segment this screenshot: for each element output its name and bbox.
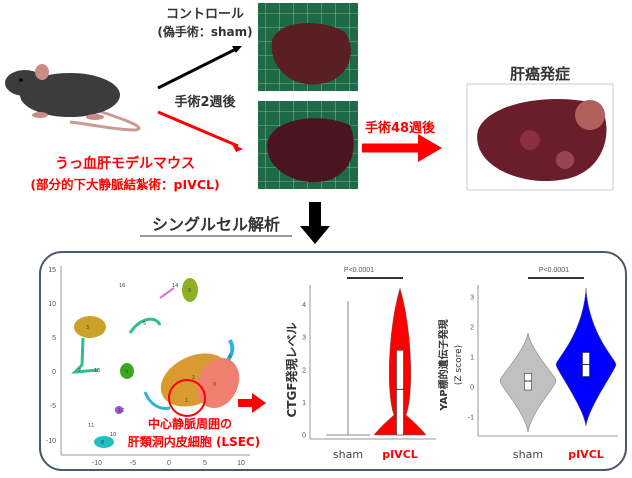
liver-cancer-label: 肝癌発症 xyxy=(510,65,570,83)
cluster-label: 5 xyxy=(143,321,146,327)
cluster-label: 9 xyxy=(125,369,128,375)
cluster-12 xyxy=(115,406,123,414)
liver-cancer-photo xyxy=(466,83,614,191)
cluster-14 xyxy=(159,287,175,299)
y-tick: 2 xyxy=(302,367,306,374)
y-axis-label-2: (Z score) xyxy=(454,345,464,385)
cluster-label: 11 xyxy=(88,423,94,429)
y-tick: 3 xyxy=(470,295,474,302)
arrowhead-icon xyxy=(300,226,330,244)
two-weeks-label: 手術2週後 xyxy=(174,94,236,110)
y-axis-label: CTGF発現レベル xyxy=(284,322,299,417)
umap-plot: 15 10 5 0 -5 -10 -10 -5 0 5 10 16 14 6 3… xyxy=(46,266,260,467)
pivcl-label: (部分的下大静脈結紮術：pIVCL) xyxy=(30,177,219,192)
cluster-4 xyxy=(226,339,235,362)
y-tick: 4 xyxy=(302,302,306,309)
x-tick: -5 xyxy=(130,460,136,467)
y-tick: 0 xyxy=(470,385,474,392)
x-tick-pivcl: pIVCL xyxy=(568,448,604,461)
y-tick: 15 xyxy=(48,267,56,274)
boxplot-box xyxy=(396,349,404,436)
cluster-label: 0 xyxy=(213,382,216,388)
cluster-label: 6 xyxy=(188,288,191,294)
x-tick-sham: sham xyxy=(513,448,543,461)
y-tick: 0 xyxy=(52,369,56,376)
p-value-label: P<0.0001 xyxy=(539,267,569,274)
x-tick: 0 xyxy=(167,460,171,467)
sham-liver-photo xyxy=(258,3,358,91)
control-label: コントロール xyxy=(166,7,244,22)
cluster-8 xyxy=(143,391,171,410)
cluster-7 xyxy=(71,337,99,374)
y-tick: -10 xyxy=(46,438,56,445)
pivcl-arrow xyxy=(157,110,239,148)
p-value-label: P<0.0001 xyxy=(344,267,374,274)
cluster-9 xyxy=(120,363,134,379)
mouse-illustration xyxy=(5,64,141,132)
cluster-0 xyxy=(196,357,240,409)
cluster-label: 10 xyxy=(110,432,116,438)
y-tick: 1 xyxy=(470,355,474,362)
lsec-highlight-circle xyxy=(168,379,206,417)
y-tick: -5 xyxy=(50,403,56,410)
x-tick-sham: sham xyxy=(333,448,363,461)
y-tick: 10 xyxy=(48,301,56,308)
cluster-11 xyxy=(94,436,114,448)
cluster-5 xyxy=(128,317,162,334)
cluster-label: 8 xyxy=(101,440,104,446)
arrowhead-icon xyxy=(232,144,243,152)
model-label: うっ血肝モデルマウス xyxy=(55,155,195,172)
forty-eight-weeks-label: 手術48週後 xyxy=(365,120,436,136)
cluster-label: 16 xyxy=(94,368,100,374)
y-tick: -1 xyxy=(468,415,474,422)
cluster-label: 14 xyxy=(172,283,178,289)
cluster-label: 2 xyxy=(192,375,195,381)
yap-violin-chart: YAP標的遺伝子発現 (Z score) P<0.0001 sham pIVCL… xyxy=(437,267,618,461)
x-tick: 5 xyxy=(203,460,207,467)
down-arrow xyxy=(309,202,321,228)
x-tick: -10 xyxy=(92,460,102,467)
ctgf-violin-chart: CTGF発現レベル P<0.0001 sham pIVCL 0 1 2 3 4 xyxy=(284,267,436,461)
lsec-label-line2: 肝類洞内皮細胞 (LSEC) xyxy=(128,434,260,449)
arrowhead-icon xyxy=(232,46,242,53)
cluster-label: 16 xyxy=(119,283,125,289)
cluster-label: 7 xyxy=(78,368,81,374)
cluster-label: 3 xyxy=(86,325,89,331)
y-axis-label: YAP標的遺伝子発現 xyxy=(437,319,450,411)
cluster-label: 4 xyxy=(228,354,231,360)
arrowhead-icon xyxy=(418,134,442,162)
single-cell-analysis-label: シングルセル解析 xyxy=(152,215,280,234)
to-violin-arrow xyxy=(238,399,254,407)
sham-arrow xyxy=(157,46,239,90)
arrowhead-icon xyxy=(252,393,266,413)
y-tick: 2 xyxy=(470,325,474,332)
pivcl-liver-photo xyxy=(258,101,358,189)
cluster-6 xyxy=(182,278,198,302)
boxplot-box xyxy=(524,373,532,391)
lsec-label-line1: 中心静脈周囲の xyxy=(148,416,232,431)
y-tick: 5 xyxy=(52,335,56,342)
cluster-label: 1 xyxy=(185,398,188,404)
x-tick: 10 xyxy=(237,460,245,467)
y-tick: 0 xyxy=(302,433,306,440)
sham-label: (偽手術：sham) xyxy=(157,24,252,39)
cluster-3 xyxy=(74,316,106,338)
cluster-label: 12 xyxy=(118,408,124,414)
x-tick-pivcl: pIVCL xyxy=(382,448,418,461)
y-tick: 1 xyxy=(302,400,306,407)
y-tick: 3 xyxy=(302,335,306,342)
